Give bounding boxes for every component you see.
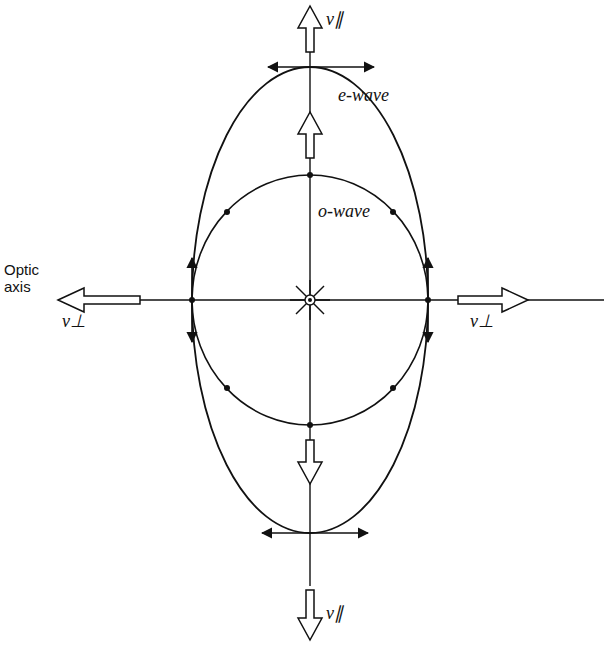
wave-label: o-wave xyxy=(318,202,370,222)
velocity-label: v∥ xyxy=(326,604,343,624)
wave-label: e-wave xyxy=(338,86,389,106)
velocity-label: v⊥ xyxy=(470,312,494,332)
axis-label: Optic axis xyxy=(4,262,56,295)
velocity-label: v∥ xyxy=(326,10,343,30)
velocity-label: v⊥ xyxy=(62,312,86,332)
